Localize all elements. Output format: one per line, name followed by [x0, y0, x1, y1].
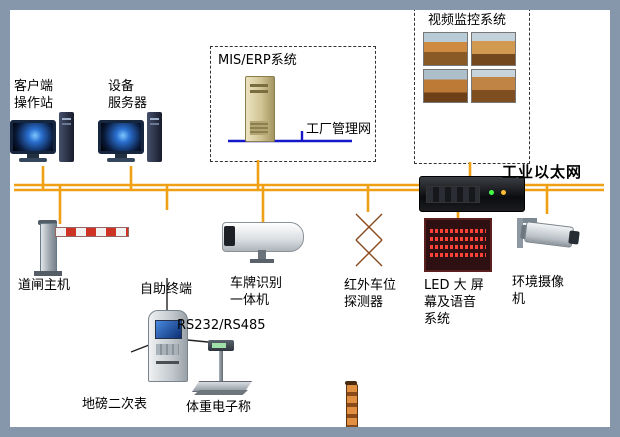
industrial-ethernet-text: 工业以太网 [502, 163, 583, 181]
kiosk-label: 自助终端 [140, 281, 192, 298]
pc-tower-icon [59, 112, 74, 162]
weighbridge-meter-text: 地磅二次表 [82, 397, 148, 412]
device-server-label-line2: 服务器 [108, 96, 148, 111]
infrared-detector-label: 红外车位 探测器 [344, 277, 396, 311]
barrier-gate-icon [34, 220, 134, 276]
camera-feed-thumbnail [471, 69, 516, 103]
electronic-scale-text: 体重电子称 [186, 400, 252, 415]
factory-management-net-text: 工厂管理网 [306, 122, 372, 137]
device-server-label: 设备 服务器 [108, 78, 147, 112]
infrared-label-line1: 红外车位 [344, 278, 397, 293]
monitor-icon [10, 120, 56, 162]
barrier-gate-label: 道闸主机 [18, 277, 70, 294]
mis-erp-title-text: MIS/ERP系统 [218, 53, 297, 68]
video-surveillance-title-text: 视频监控系统 [428, 13, 507, 28]
infrared-post-left-icon [345, 381, 358, 437]
platform-scale-icon [192, 340, 252, 398]
mis-erp-title: MIS/ERP系统 [218, 52, 297, 69]
camera-feed-thumbnail [423, 69, 468, 103]
led-label-line1: LED 大 屏 [424, 278, 484, 293]
client-workstation-icon [10, 112, 74, 162]
mis-erp-server-icon [245, 76, 275, 142]
camera-feed-thumbnail [471, 32, 516, 66]
client-station-label: 客户端 操作站 [14, 78, 53, 112]
video-surveillance-title: 视频监控系统 [428, 12, 506, 29]
envcam-label-line2: 机 [512, 292, 526, 307]
pc-tower-icon [147, 112, 162, 162]
device-server-icon [98, 112, 162, 162]
license-plate-camera-icon [222, 220, 306, 264]
barrier-gate-text: 道闸主机 [18, 278, 71, 293]
dvr-recorder-icon [419, 176, 525, 212]
weighbridge-meter-label: 地磅二次表 [82, 396, 147, 413]
led-label-line2: 幕及语音 [424, 295, 477, 310]
device-server-label-line1: 设备 [108, 79, 135, 94]
video-monitor-wall [423, 32, 516, 103]
lpr-label-line2: 一体机 [230, 293, 270, 308]
monitor-icon [98, 120, 144, 162]
client-station-label-line2: 操作站 [14, 96, 54, 111]
led-screen-label: LED 大 屏 幕及语音 系统 [424, 277, 484, 328]
led-display-icon [424, 218, 492, 272]
kiosk-text: 自助终端 [140, 282, 193, 297]
serial-bus-label: RS232/RS485 [177, 317, 266, 334]
envcam-label-line1: 环境摄像 [512, 275, 565, 290]
camera-feed-thumbnail [423, 32, 468, 66]
mis-erp-group-box [210, 46, 376, 162]
lpr-label-line1: 车牌识别 [230, 276, 283, 291]
environment-camera-label: 环境摄像 机 [512, 274, 564, 308]
serial-bus-text: RS232/RS485 [177, 318, 266, 333]
factory-management-net-label: 工厂管理网 [306, 121, 371, 138]
self-service-kiosk-icon [148, 310, 188, 382]
infrared-label-line2: 探测器 [344, 295, 384, 310]
industrial-ethernet-label: 工业以太网 [502, 164, 582, 181]
infrared-beam-lines [355, 213, 383, 267]
cctv-camera-icon [512, 210, 584, 266]
electronic-scale-label: 体重电子称 [186, 399, 251, 416]
lpr-label: 车牌识别 一体机 [230, 275, 282, 309]
led-label-line3: 系统 [424, 312, 451, 327]
client-station-label-line1: 客户端 [14, 79, 54, 94]
